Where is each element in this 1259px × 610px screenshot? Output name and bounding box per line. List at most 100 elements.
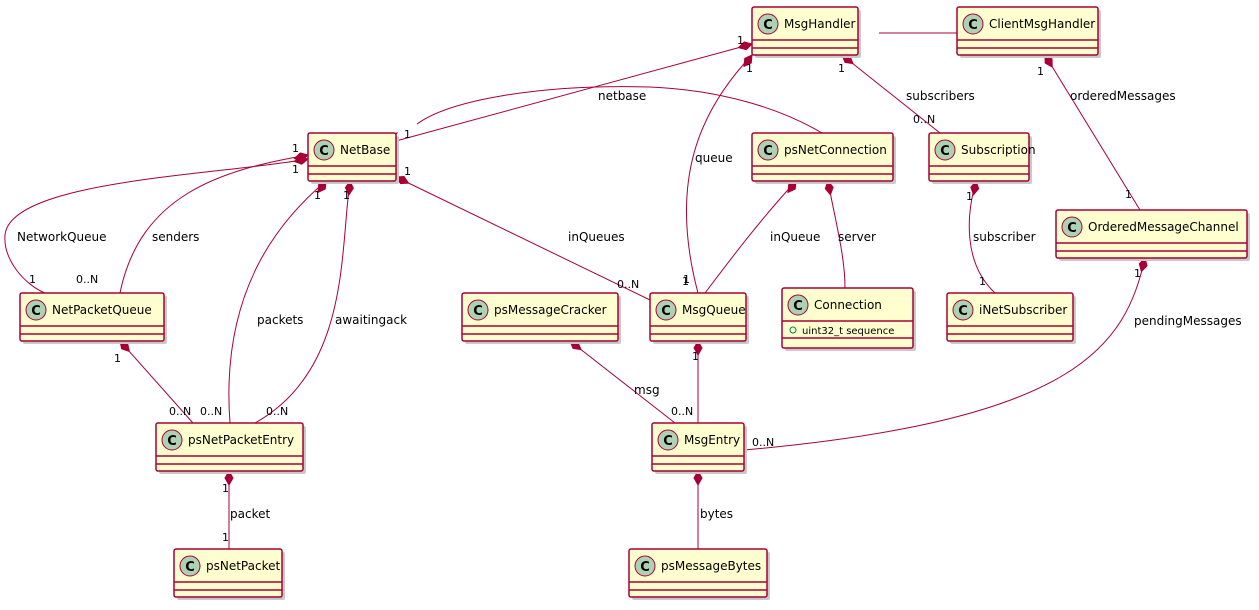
class-name: NetBase bbox=[340, 143, 390, 157]
relation-line bbox=[1044, 54, 1141, 211]
class-icon: C bbox=[467, 299, 489, 321]
relation-line bbox=[569, 340, 676, 424]
class-name: MsgEntry bbox=[684, 433, 740, 447]
multiplicity-from: 1 bbox=[292, 163, 299, 176]
relation-line bbox=[119, 154, 309, 294]
relation-netbase-psnetpacketentry-packets bbox=[228, 180, 327, 424]
class-icon: C bbox=[161, 429, 183, 451]
multiplicity-from: 1 bbox=[966, 190, 973, 203]
multiplicity-to: 0..N bbox=[76, 273, 98, 286]
class-icon: C bbox=[634, 555, 656, 577]
multiplicity-from: 1 bbox=[692, 350, 699, 363]
class-net-base[interactable]: C NetBase bbox=[307, 132, 399, 184]
relation-netbase-netpacketqueue-senders bbox=[119, 152, 309, 294]
multiplicity-to: 1 bbox=[682, 275, 689, 288]
relation-line bbox=[841, 54, 941, 134]
multiplicity-to: 0..N bbox=[752, 436, 774, 449]
svg-text:C: C bbox=[185, 560, 195, 575]
multiplicity-to: 0..N bbox=[169, 405, 191, 418]
class-icon: C bbox=[179, 555, 201, 577]
composition-diamond-icon bbox=[1138, 257, 1148, 273]
relation-netbase-psnetpacketentry-awaitingack bbox=[254, 179, 354, 424]
class-icon: C bbox=[313, 139, 335, 161]
relation-label: senders bbox=[152, 230, 199, 244]
relation-label: packets bbox=[257, 313, 303, 327]
class-msg-entry[interactable]: C MsgEntry bbox=[651, 422, 747, 474]
relation-line bbox=[254, 180, 351, 424]
multiplicity-to: 1 bbox=[683, 273, 690, 286]
class-name: ClientMsgHandler bbox=[989, 17, 1095, 31]
class-box bbox=[751, 6, 859, 56]
class-client-msg-handler[interactable]: C ClientMsgHandler bbox=[956, 6, 1101, 58]
composition-diamond-icon bbox=[693, 469, 703, 487]
svg-text:C: C bbox=[663, 434, 673, 449]
class-name: OrderedMessageChannel bbox=[1088, 220, 1239, 234]
relation-msghandler-netbase bbox=[395, 41, 753, 142]
composition-diamond-icon bbox=[293, 152, 309, 162]
relation-msgentry-psmessagebytes bbox=[693, 469, 703, 549]
class-icon: C bbox=[952, 299, 974, 321]
relation-clientmsghandler-orderedmessagechannel bbox=[1044, 54, 1141, 211]
relation-label: bytes bbox=[700, 507, 733, 521]
relation-label: msg bbox=[634, 383, 660, 397]
class-msg-handler[interactable]: C MsgHandler bbox=[751, 6, 861, 58]
multiplicity-to: 0..N bbox=[913, 113, 935, 126]
class-name: iNetSubscriber bbox=[979, 303, 1067, 317]
relation-orderedmessagechannel-msgentry bbox=[743, 257, 1148, 451]
class-icon: C bbox=[962, 13, 984, 35]
class-subscription[interactable]: C Subscription bbox=[928, 132, 1036, 184]
class-name: psMessageCracker bbox=[494, 303, 607, 317]
class-icon: C bbox=[655, 299, 677, 321]
class-net-packet-queue[interactable]: C NetPacketQueue bbox=[19, 292, 167, 344]
multiplicity-from: 1 bbox=[746, 62, 753, 75]
relation-line bbox=[395, 176, 651, 301]
svg-text:C: C bbox=[319, 144, 329, 159]
multiplicity-from: 1 bbox=[343, 189, 350, 202]
relation-line bbox=[4, 158, 309, 294]
class-box bbox=[751, 132, 894, 182]
svg-text:C: C bbox=[1067, 221, 1077, 236]
svg-text:C: C bbox=[968, 18, 978, 33]
class-icon: C bbox=[934, 139, 956, 161]
svg-text:C: C bbox=[763, 144, 773, 159]
relation-msghandler-msgqueue bbox=[686, 54, 753, 294]
svg-text:C: C bbox=[640, 560, 650, 575]
class-box bbox=[781, 287, 914, 349]
class-name: MsgHandler bbox=[784, 17, 856, 31]
relation-psnetpacketentry-psnetpacket bbox=[224, 469, 234, 549]
relation-label: inQueue bbox=[770, 230, 820, 244]
relation-line bbox=[686, 54, 753, 294]
multiplicity-to: 0..N bbox=[200, 405, 222, 418]
relation-netbase-netpacketqueue-networkqueue bbox=[4, 155, 309, 294]
svg-text:C: C bbox=[763, 18, 773, 33]
class-box bbox=[628, 548, 768, 598]
relation-line bbox=[395, 43, 753, 142]
multiplicity-from: 1 bbox=[838, 62, 845, 75]
composition-diamond-icon bbox=[224, 469, 234, 487]
svg-text:C: C bbox=[473, 304, 483, 319]
multiplicity-to: 1 bbox=[222, 531, 229, 544]
class-icon: C bbox=[25, 299, 47, 321]
relation-label: packet bbox=[230, 507, 270, 521]
class-ordered-message-channel[interactable]: C OrderedMessageChannel bbox=[1055, 209, 1250, 261]
class-icon: C bbox=[757, 13, 779, 35]
svg-text:C: C bbox=[661, 304, 671, 319]
class-name: NetPacketQueue bbox=[52, 303, 152, 317]
relation-label: subscribers bbox=[906, 89, 975, 103]
composition-diamond-icon bbox=[693, 339, 703, 357]
relation-netbase-msgqueue bbox=[395, 175, 651, 301]
multiplicity-to: 1 bbox=[29, 273, 36, 286]
relation-label: inQueues bbox=[568, 230, 625, 244]
class-name: Subscription bbox=[961, 143, 1036, 157]
class-box bbox=[19, 292, 165, 342]
